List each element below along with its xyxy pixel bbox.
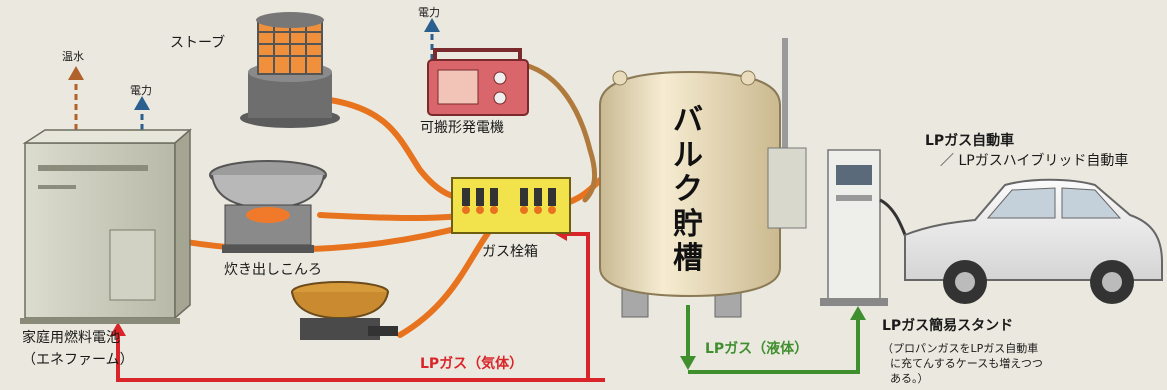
generator-hose: [522, 62, 598, 203]
power-label-fuel-cell: 電力: [130, 84, 152, 97]
liquid-arrows: [680, 305, 866, 374]
gas-box-label: ガス栓箱: [482, 244, 538, 260]
cooker-unit: [209, 160, 327, 253]
tank-char-4: 貯: [673, 206, 703, 242]
fuel-cell-label: 家庭用燃料電池: [22, 330, 120, 346]
tank-char-3: ク: [673, 172, 703, 207]
car-sublabel: ／ LPガスハイブリッド自動車: [940, 153, 1129, 169]
fuel-cell-unit: [20, 128, 193, 324]
lp-gas-vapor-label: LPガス（気体）: [420, 356, 524, 372]
stand-label: LPガス簡易スタンド: [882, 318, 1014, 334]
power-fc-arrowhead: [134, 96, 150, 110]
lp-gas-car: [904, 178, 1163, 304]
pipe-to-cooker: [317, 212, 473, 222]
fuel-cell-sublabel: （エネファーム）: [22, 352, 134, 368]
gas-box-unit: [451, 177, 571, 234]
stove-unit: [240, 12, 340, 128]
car-label: LPガス自動車: [925, 133, 1015, 149]
generator-label: 可搬形発電機: [420, 120, 504, 136]
lp-gas-liquid-label: LPガス（液体）: [705, 341, 809, 357]
stand-note-line-2: に充てんするケースも増えつつ: [890, 357, 1043, 370]
bulk-tank-unit: [599, 38, 807, 318]
tank-label: バ ル ク 貯 槽: [668, 103, 708, 277]
pipe-to-fuel-cell: [147, 222, 473, 253]
power-label-generator: 電力: [418, 6, 440, 19]
tank-char-5: 槽: [673, 241, 703, 276]
burner-unit: [291, 281, 398, 340]
power-gen-arrowhead: [424, 18, 440, 32]
generator-unit: [427, 48, 529, 116]
stove-label: ストーブ: [170, 35, 226, 51]
hot-water-label: 温水: [62, 50, 84, 63]
hot-water-arrowhead: [68, 66, 84, 80]
tank-char-2: ル: [673, 137, 703, 173]
cooker-label: 炊き出しこんろ: [224, 262, 322, 278]
stand-note-line-3: ある。）: [890, 372, 929, 385]
tank-char-1: バ: [673, 103, 703, 138]
stand-note-line-1: （プロパンガスをLPガス自動車: [882, 342, 1039, 355]
